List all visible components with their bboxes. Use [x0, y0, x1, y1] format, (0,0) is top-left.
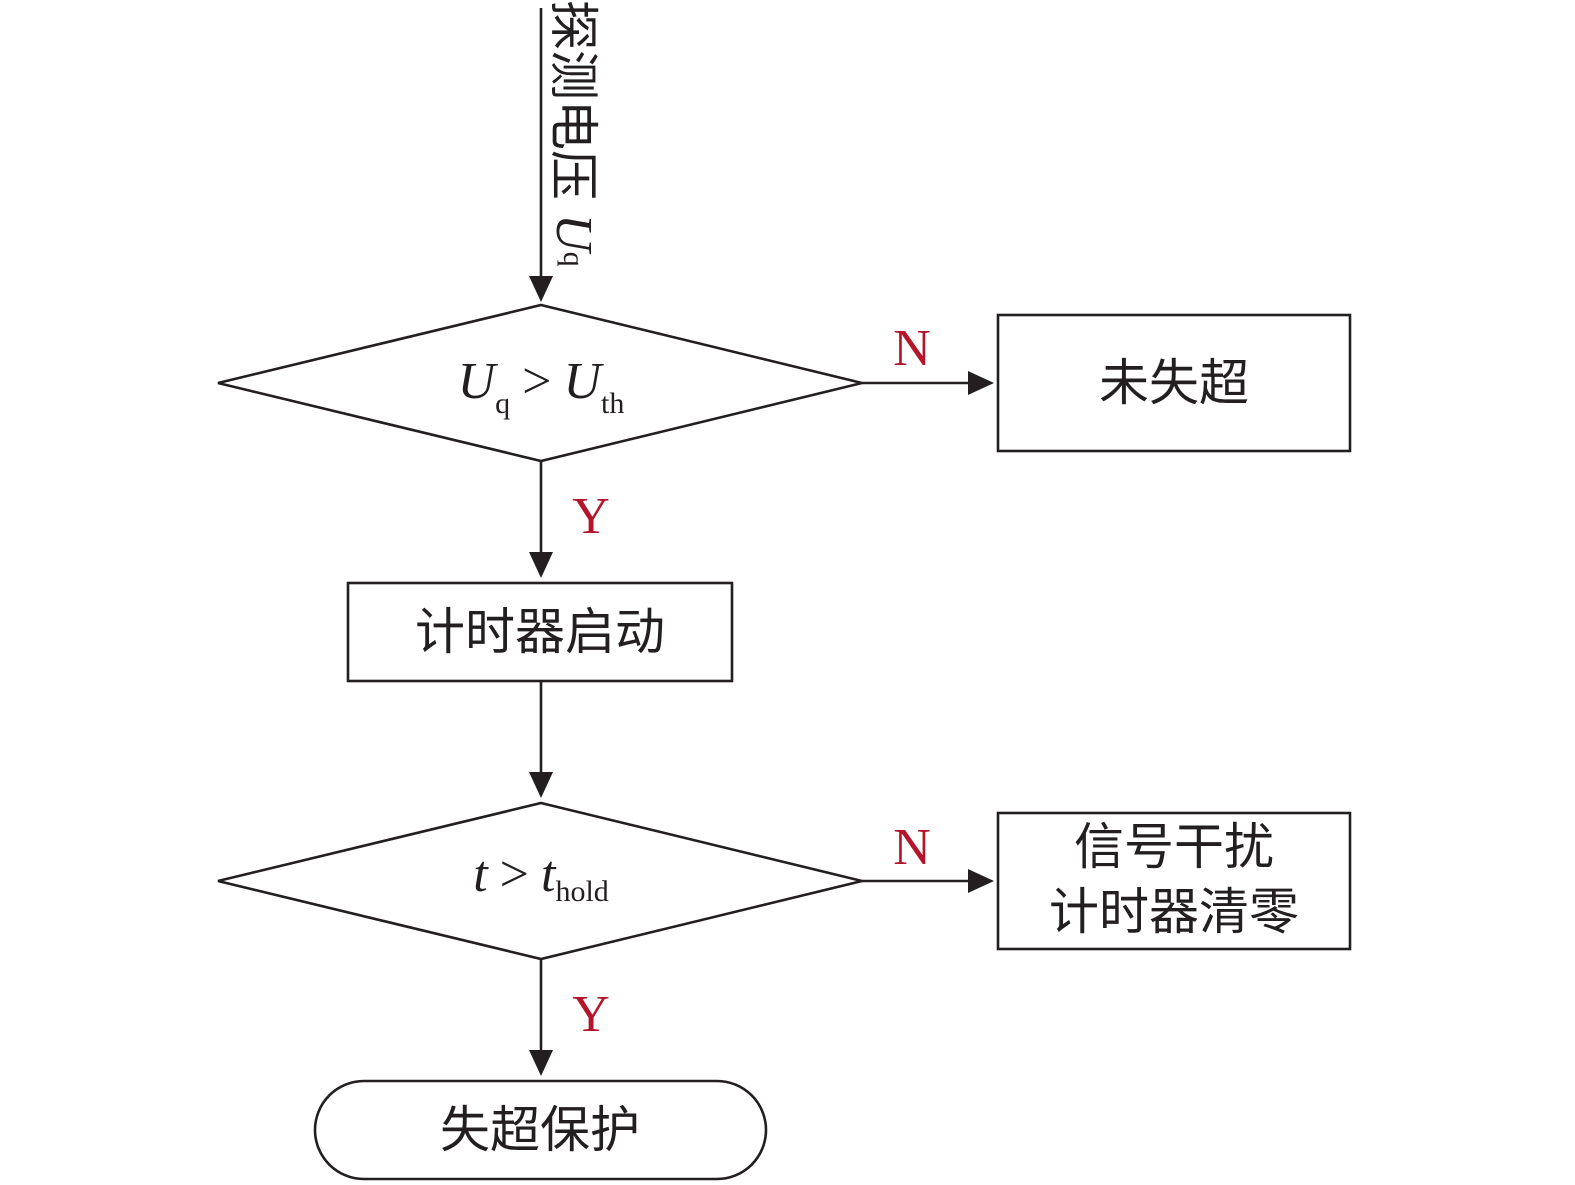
no-branch-2-arrow-head	[968, 869, 994, 893]
timer-start-text: 计时器启动	[415, 603, 665, 661]
decision-2-text: t>thold	[473, 846, 609, 908]
yes-branch-1-arrow-head	[529, 552, 553, 578]
yes-branch-2-arrow-head	[529, 1050, 553, 1076]
quench-protection-text: 失超保护	[440, 1101, 640, 1159]
no-branch-2-label: N	[893, 819, 931, 876]
decision-1-text: Uq>Uth	[458, 353, 625, 420]
no-branch-1-arrow-head	[968, 371, 994, 395]
input-label: 探测电压Uq	[544, 0, 602, 267]
not-quenched-text: 未失超	[1099, 354, 1249, 412]
input-arrow-head	[529, 276, 553, 302]
not-quenched-box	[996, 313, 1352, 453]
yes-branch-1-label: Y	[572, 488, 610, 545]
timer-to-decision-2-arrow-head	[529, 772, 553, 798]
no-branch-1-label: N	[893, 320, 931, 377]
signal-interference-line-2: 计时器清零	[1049, 883, 1299, 941]
signal-interference-box	[996, 811, 1352, 951]
yes-branch-2-label: Y	[572, 986, 610, 1043]
quench-protection-terminal	[313, 1079, 768, 1181]
signal-interference-line-1: 信号干扰	[1074, 818, 1274, 876]
svg-text:探测电压Uq: 探测电压Uq	[544, 0, 602, 267]
